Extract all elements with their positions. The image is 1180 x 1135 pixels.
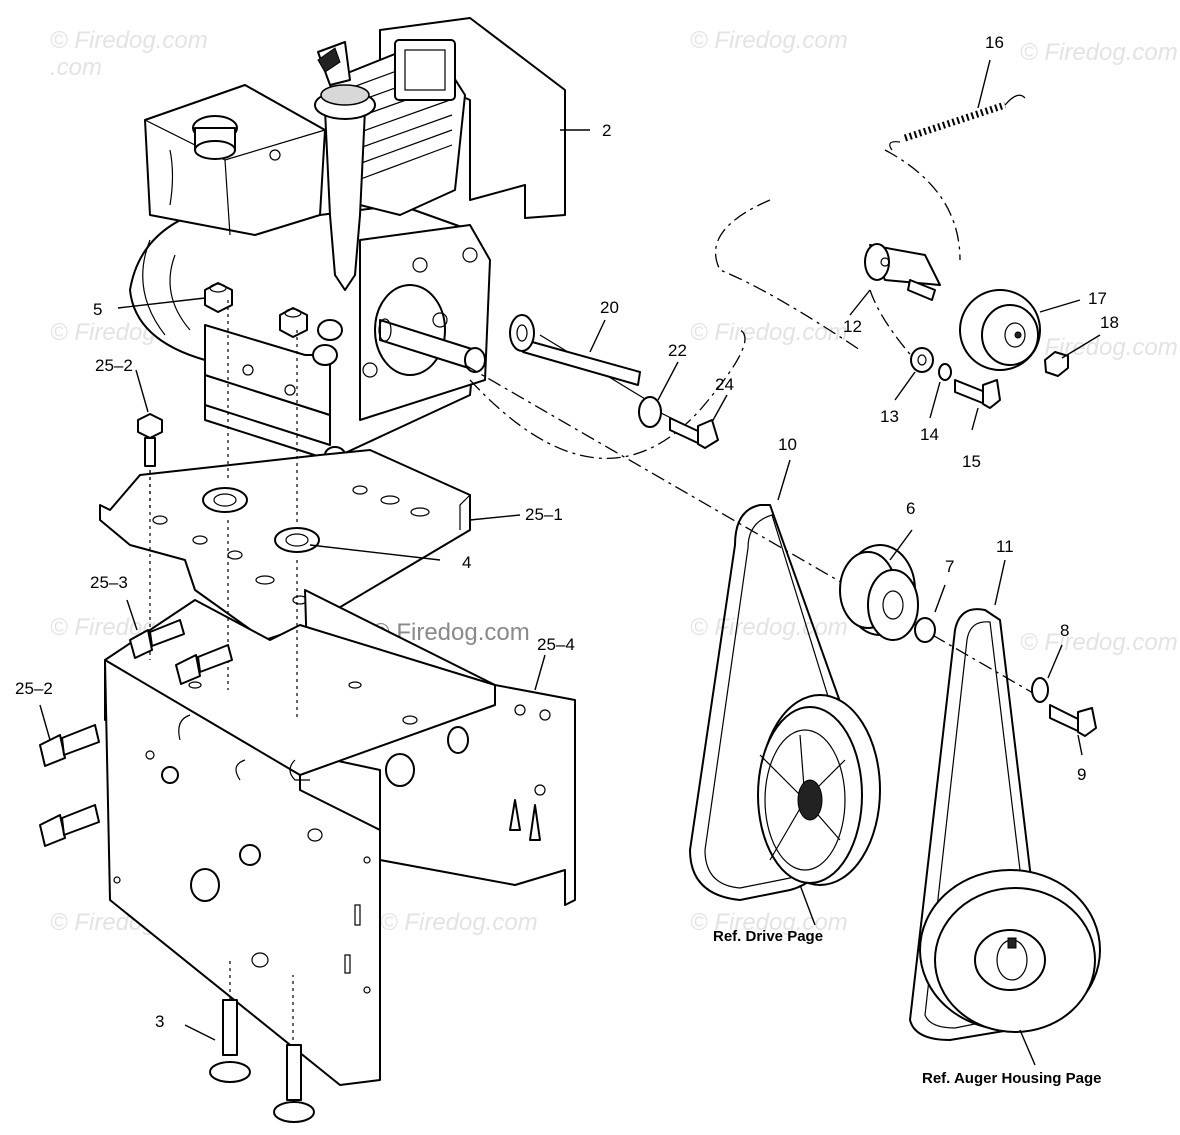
- carriage-bolt: [273, 1044, 315, 1123]
- callout-15: 15: [962, 452, 981, 471]
- callout-25-2: 25–2: [95, 356, 133, 375]
- frame-housing: [104, 589, 576, 1086]
- assembly-lines: [149, 149, 1046, 1040]
- ref-auger-housing-page: Ref. Auger Housing Page: [922, 1070, 1101, 1087]
- callout-13: 13: [880, 407, 899, 426]
- callout-6: 6: [906, 499, 915, 518]
- watermark-layer: © Firedog.com .com © Firedog.com © Fired…: [50, 27, 1178, 936]
- lock-washer: [274, 527, 320, 553]
- callout-3: 3: [155, 1012, 164, 1031]
- hex-bolt: [669, 417, 719, 449]
- hex-nut: [204, 282, 233, 313]
- watermark: © Firedog.com: [50, 27, 208, 54]
- hex-bolt: [1049, 704, 1097, 737]
- callout-2: 2: [602, 121, 611, 140]
- watermark: © Firedog.com: [1020, 39, 1178, 66]
- callout-12: 12: [843, 317, 862, 336]
- watermark: .com: [50, 54, 102, 81]
- hex-nut: [279, 307, 308, 338]
- callout-17: 17: [1088, 289, 1107, 308]
- drive-pulley: [757, 694, 881, 886]
- frame-plate: [99, 449, 471, 641]
- hex-bolt: [39, 724, 100, 767]
- callout-5: 5: [93, 300, 102, 319]
- callout-11: 11: [996, 537, 1014, 556]
- hex-bolt: [137, 413, 163, 467]
- callout-25-1: 25–1: [525, 505, 563, 524]
- watermark: © Firedog.com: [690, 27, 848, 54]
- cylinder-fins: [329, 39, 466, 216]
- callout-10: 10: [778, 435, 797, 454]
- callout-18: 18: [1100, 313, 1119, 332]
- callout-9: 9: [1077, 765, 1086, 784]
- spring: [889, 94, 1026, 151]
- callout-25-3: 25–3: [90, 573, 128, 592]
- watermark: © Firedog.com: [1020, 334, 1178, 361]
- callout-16: 16: [985, 33, 1004, 52]
- lock-washer: [202, 487, 248, 513]
- watermark: © Firedog.com: [690, 909, 848, 936]
- ref-drive-page: Ref. Drive Page: [713, 928, 823, 945]
- callout-22: 22: [668, 341, 687, 360]
- callout-7: 7: [945, 557, 954, 576]
- idler-pulley: [959, 289, 1041, 371]
- auger-pulley: [919, 869, 1101, 1033]
- spacer: [910, 347, 934, 373]
- hex-bolt: [39, 804, 100, 847]
- callout-25-2: 25–2: [15, 679, 53, 698]
- watermark: © Firedog.com: [690, 614, 848, 641]
- watermark: © Firedog.com: [1020, 629, 1178, 656]
- spacer-shaft: [509, 314, 641, 386]
- callout-4: 4: [462, 553, 471, 572]
- carriage-bolt: [209, 999, 251, 1083]
- callout-8: 8: [1060, 621, 1069, 640]
- hex-bolt: [129, 619, 185, 659]
- engine-pulley: [839, 544, 919, 641]
- callout-24: 24: [715, 375, 734, 394]
- callout-20: 20: [600, 298, 619, 317]
- watermark: © Firedog.com: [380, 909, 538, 936]
- callout-25-4: 25–4: [537, 635, 575, 654]
- callouts: 2 3 4 5 6 7 8 9 10 11 12 13 14 15 16 17 …: [15, 33, 1119, 1031]
- hex-bolt: [954, 379, 1001, 409]
- flat-washer: [1031, 677, 1049, 703]
- callout-14: 14: [920, 425, 939, 444]
- hex-bolt: [175, 644, 233, 685]
- watermark: © Firedog.com: [690, 319, 848, 346]
- leader-lines: [39, 59, 1101, 1066]
- flat-washer: [638, 396, 662, 428]
- lock-washer-small: [938, 363, 952, 381]
- engine: [129, 17, 566, 464]
- spacer: [914, 617, 936, 643]
- idler-arm: [864, 243, 941, 301]
